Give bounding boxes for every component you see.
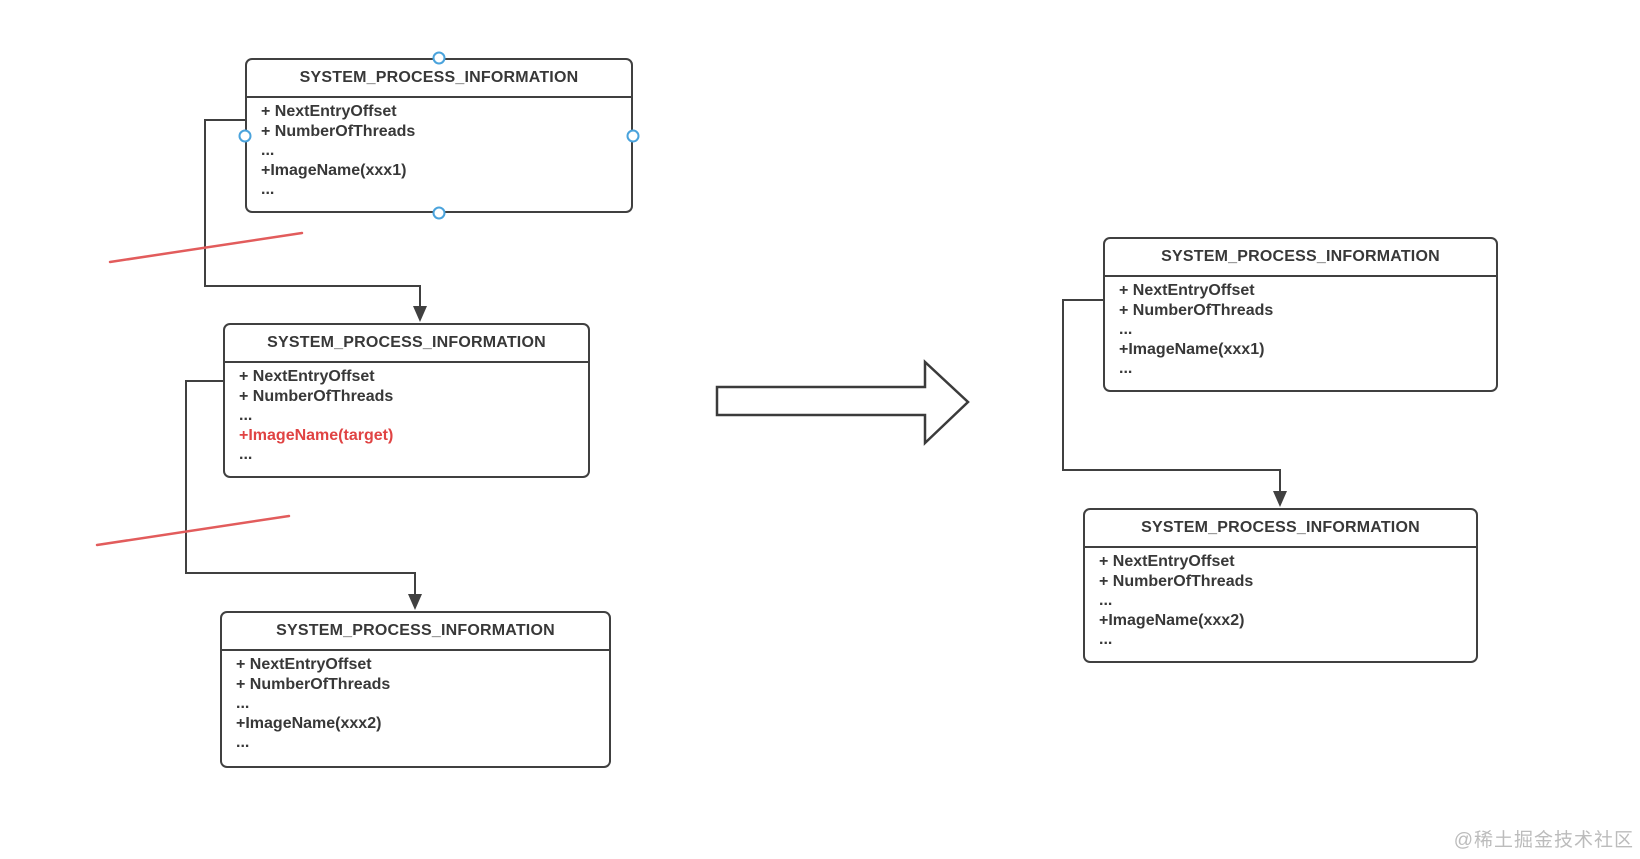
field-next-entry-offset: + NextEntryOffset bbox=[1119, 282, 1255, 299]
node-body: + NextEntryOffset + NumberOfThreads ... … bbox=[247, 98, 631, 200]
field-number-of-threads: + NumberOfThreads bbox=[239, 387, 394, 405]
field-ellipsis: ... bbox=[261, 142, 275, 159]
field-ellipsis: ... bbox=[1099, 631, 1113, 648]
field-ellipsis: ... bbox=[1099, 592, 1113, 609]
field-number-of-threads: + NumberOfThreads bbox=[1099, 572, 1254, 590]
field-ellipsis: ... bbox=[1119, 321, 1133, 338]
block-arrow-right-icon[interactable] bbox=[715, 359, 970, 446]
node-title: SYSTEM_PROCESS_INFORMATION bbox=[222, 613, 609, 651]
field-number-of-threads: + NumberOfThreads bbox=[1119, 301, 1274, 319]
field-ellipsis: ... bbox=[261, 181, 275, 198]
strike-line-top[interactable] bbox=[108, 231, 304, 264]
field-next-entry-offset: + NextEntryOffset bbox=[261, 103, 397, 120]
node-title: SYSTEM_PROCESS_INFORMATION bbox=[1105, 239, 1496, 277]
field-next-entry-offset: + NextEntryOffset bbox=[236, 656, 372, 673]
node-body: + NextEntryOffset + NumberOfThreads ... … bbox=[222, 651, 609, 753]
field-ellipsis: ... bbox=[236, 695, 250, 712]
field-number-of-threads: + NumberOfThreads bbox=[261, 122, 416, 140]
struct-node-right-top[interactable]: SYSTEM_PROCESS_INFORMATION + NextEntryOf… bbox=[1103, 237, 1498, 392]
field-next-entry-offset: + NextEntryOffset bbox=[1099, 553, 1235, 570]
node-body: + NextEntryOffset + NumberOfThreads ... … bbox=[1085, 548, 1476, 650]
node-body: + NextEntryOffset + NumberOfThreads ... … bbox=[1105, 277, 1496, 379]
struct-node-left-bottom[interactable]: SYSTEM_PROCESS_INFORMATION + NextEntryOf… bbox=[220, 611, 611, 768]
field-image-name: +ImageName(xxx2) bbox=[1099, 611, 1245, 629]
node-title: SYSTEM_PROCESS_INFORMATION bbox=[225, 325, 588, 363]
struct-node-left-top[interactable]: SYSTEM_PROCESS_INFORMATION + NextEntryOf… bbox=[245, 58, 633, 213]
field-ellipsis: ... bbox=[239, 407, 253, 424]
field-image-name-target: +ImageName(target) bbox=[239, 426, 394, 444]
field-next-entry-offset: + NextEntryOffset bbox=[239, 368, 375, 385]
node-title: SYSTEM_PROCESS_INFORMATION bbox=[1085, 510, 1476, 548]
node-body: + NextEntryOffset + NumberOfThreads ... … bbox=[225, 363, 588, 465]
field-image-name: +ImageName(xxx2) bbox=[236, 714, 382, 732]
field-ellipsis: ... bbox=[239, 446, 253, 463]
node-title: SYSTEM_PROCESS_INFORMATION bbox=[247, 60, 631, 98]
field-image-name: +ImageName(xxx1) bbox=[1119, 340, 1265, 358]
field-image-name: +ImageName(xxx1) bbox=[261, 161, 407, 179]
strike-line-bottom[interactable] bbox=[95, 514, 291, 547]
field-ellipsis: ... bbox=[236, 734, 250, 751]
arrowhead-icon bbox=[1273, 491, 1287, 507]
watermark: @稀土掘金技术社区 bbox=[1453, 830, 1634, 851]
struct-node-right-bottom[interactable]: SYSTEM_PROCESS_INFORMATION + NextEntryOf… bbox=[1083, 508, 1478, 663]
arrowhead-icon bbox=[408, 594, 422, 610]
field-ellipsis: ... bbox=[1119, 360, 1133, 377]
field-number-of-threads: + NumberOfThreads bbox=[236, 675, 391, 693]
struct-node-left-middle[interactable]: SYSTEM_PROCESS_INFORMATION + NextEntryOf… bbox=[223, 323, 590, 478]
arrowhead-icon bbox=[413, 306, 427, 322]
